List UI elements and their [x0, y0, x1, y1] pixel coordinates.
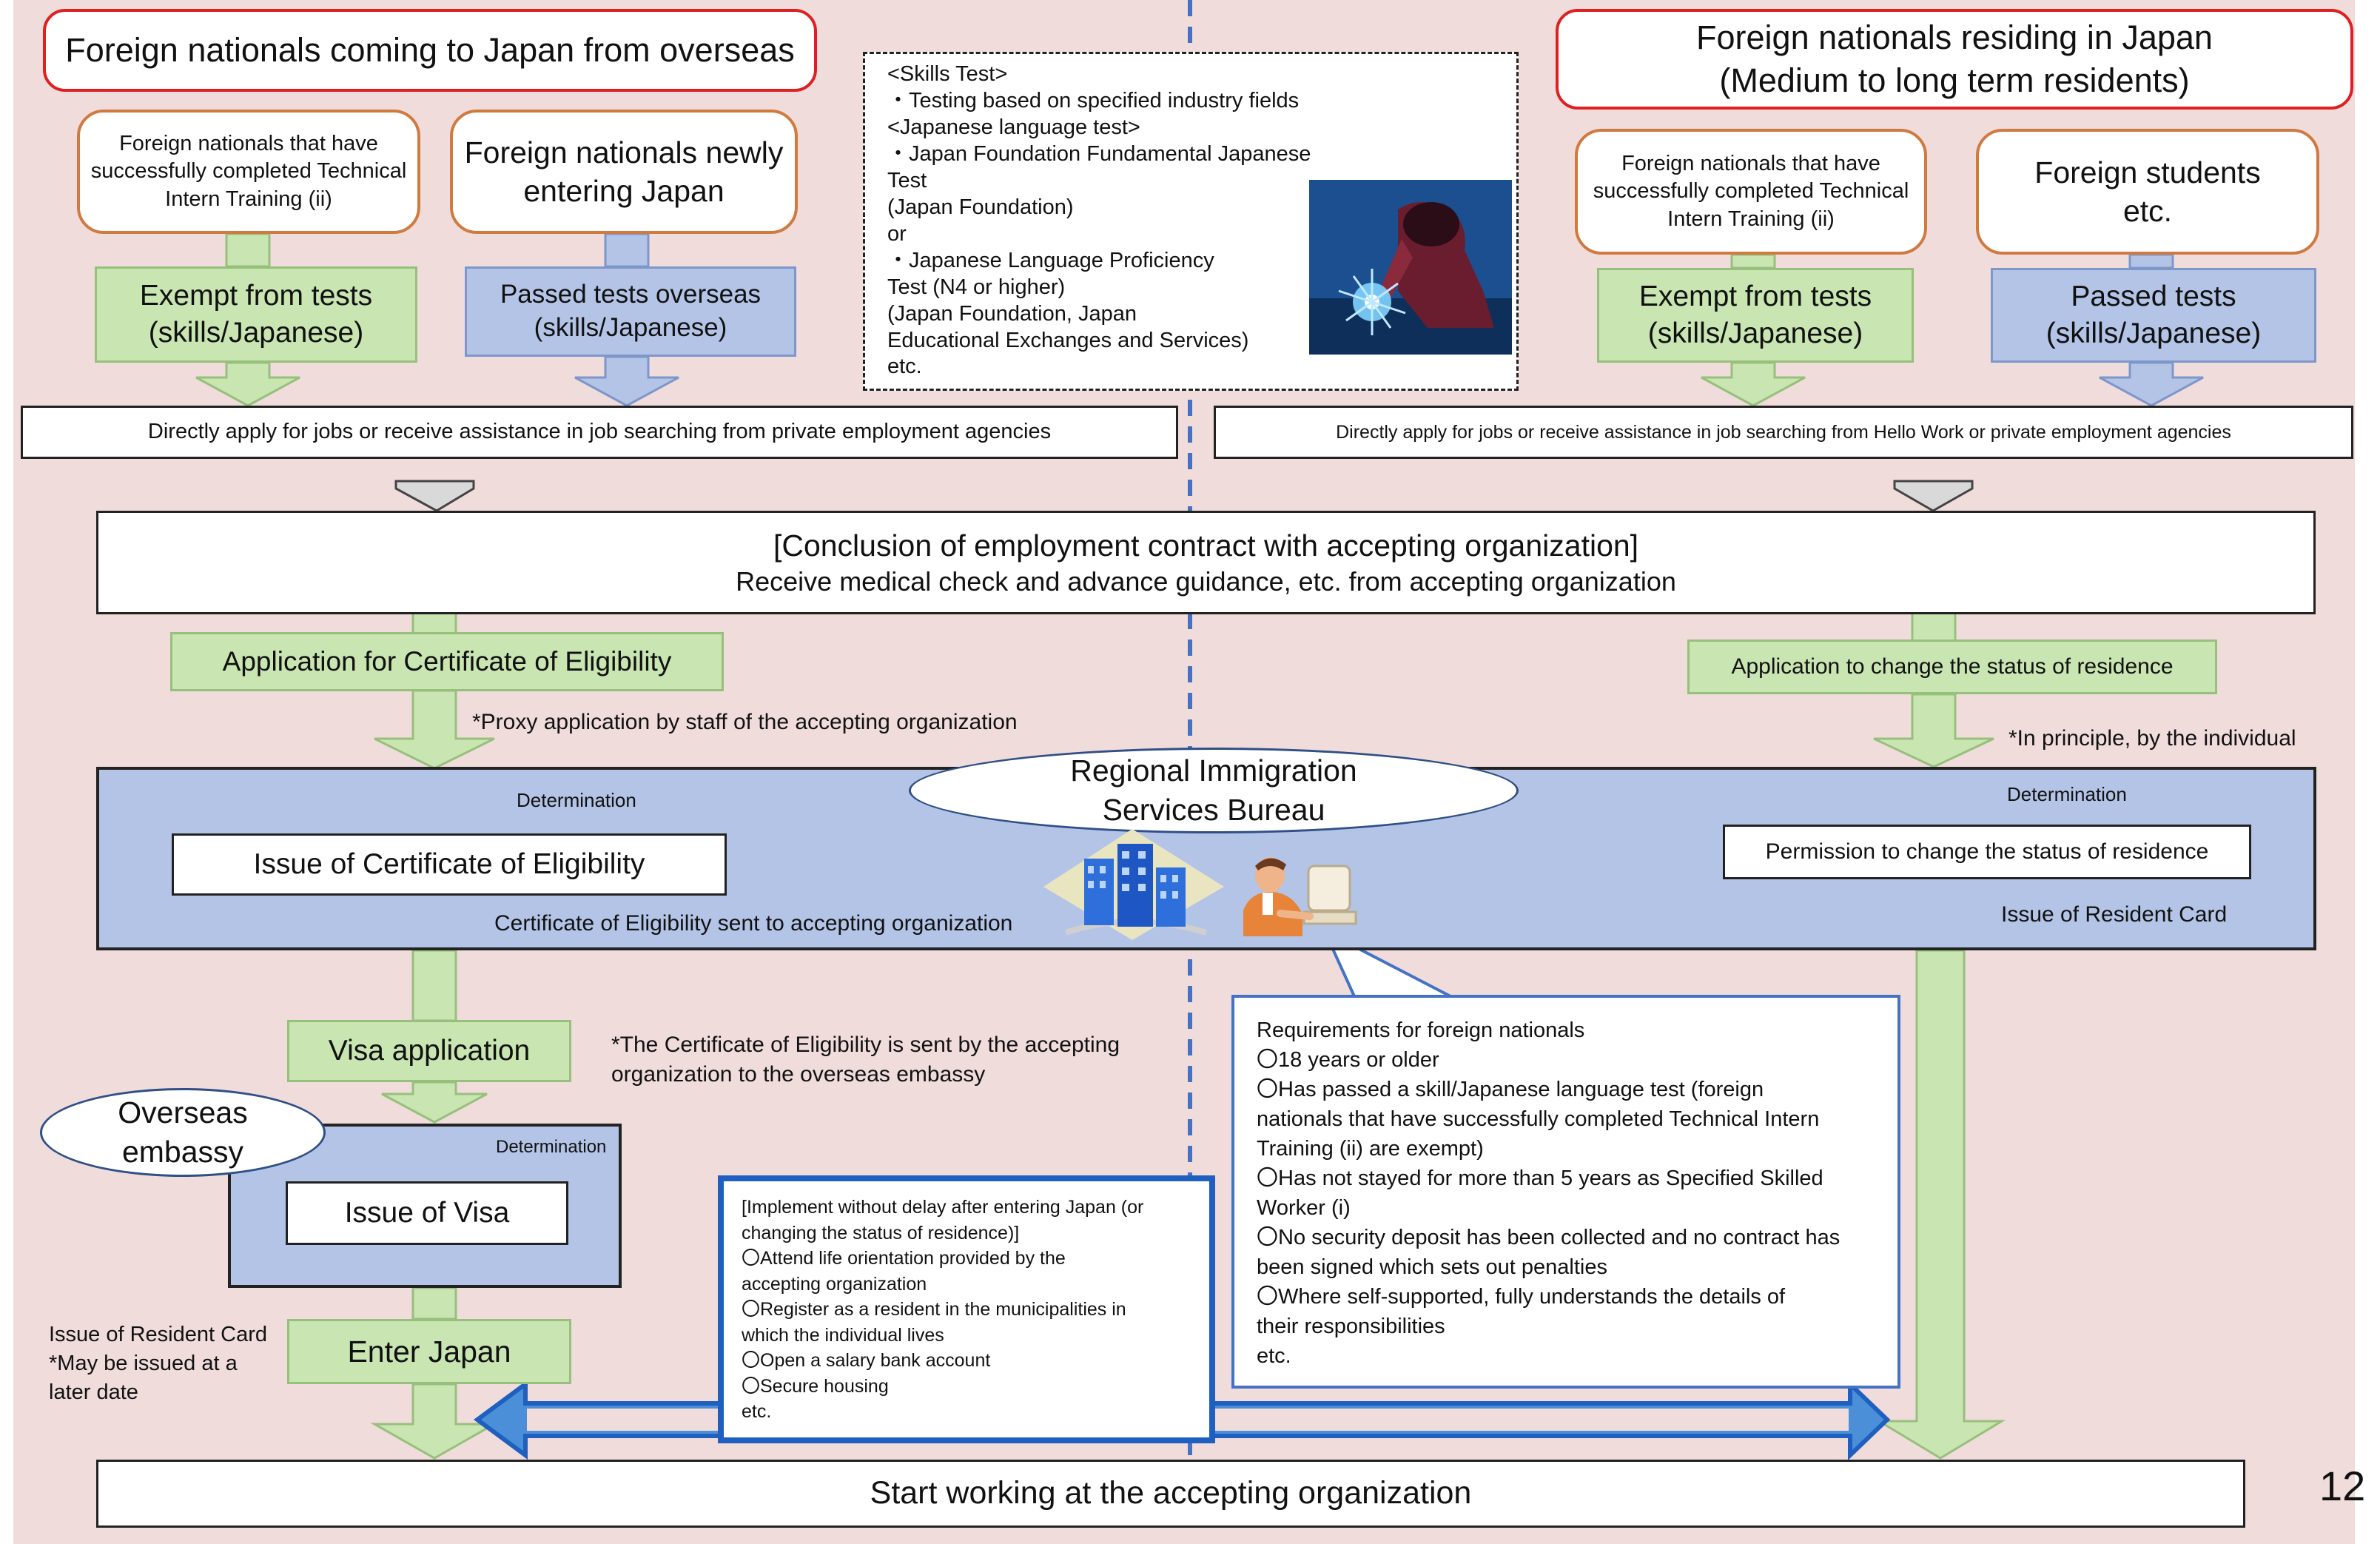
- arrow-visa-embassy: [381, 1081, 488, 1124]
- arrow-left-passed: [574, 355, 679, 407]
- arrow-app-right: [1873, 693, 1994, 768]
- job-search-left: Directly apply for jobs or receive assis…: [21, 406, 1178, 459]
- connector-contract-right: [1911, 611, 1957, 644]
- resident-card-right: Issue of Resident Card: [2001, 902, 2228, 927]
- coe-sent-note: *The Certificate of Eligibility is sent …: [611, 1033, 1120, 1087]
- building-icon: [1043, 829, 1224, 940]
- header-overseas: Foreign nationals coming to Japan from o…: [43, 9, 817, 92]
- officer-icon: [1243, 857, 1357, 936]
- connector-embassy-enter: [411, 1286, 457, 1320]
- tests-right-exempt: Exempt from tests (skills/Japanese): [1597, 268, 1914, 363]
- bureau-name: Regional Immigration Services Bureau: [909, 748, 1519, 833]
- arrow-left-to-contract: [394, 480, 475, 512]
- proxy-note: *Proxy application by staff of the accep…: [472, 710, 1018, 734]
- issue-visa: Issue of Visa: [286, 1181, 568, 1245]
- arrow-enter-start: [370, 1383, 499, 1460]
- determination-embassy: Determination: [496, 1137, 607, 1157]
- tests-left-exempt: Exempt from tests (skills/Japanese): [95, 266, 417, 363]
- application-change-status: Application to change the status of resi…: [1687, 640, 2217, 694]
- requirements-box: Requirements for foreign nationals 〇18 y…: [1231, 995, 1900, 1389]
- individual-note: *In principle, by the individual: [2008, 726, 2296, 751]
- resident-card-note: Issue of Resident Card *May be issued at…: [49, 1323, 267, 1404]
- header-residing: Foreign nationals residing in Japan (Med…: [1556, 9, 2353, 110]
- connector-left-new: [604, 232, 650, 268]
- determination-right: Determination: [2007, 783, 2127, 805]
- contract-title: [Conclusion of employment contract with …: [773, 528, 1639, 563]
- permission-change-status: Permission to change the status of resid…: [1723, 825, 2251, 879]
- application-coe: Application for Certificate of Eligibili…: [170, 632, 724, 691]
- arrow-right-exempt: [1701, 361, 1806, 407]
- welder-icon: [1309, 180, 1512, 355]
- overseas-embassy: Overseas embassy: [40, 1088, 326, 1177]
- connector-bureau-visa: [411, 949, 457, 1022]
- arrow-app-left: [374, 689, 495, 770]
- arrow-left-exempt: [195, 361, 300, 407]
- page-number: 12: [2319, 1463, 2366, 1509]
- contract-subtitle: Receive medical check and advance guidan…: [736, 566, 1676, 597]
- contract-box: [Conclusion of employment contract with …: [96, 511, 2316, 614]
- arrow-right-long: [1875, 949, 2006, 1460]
- after-entry-text: [Implement without delay after entering …: [742, 1197, 1144, 1422]
- requirements-text: Requirements for foreign nationals 〇18 y…: [1257, 1018, 1841, 1369]
- tests-info-text: <Skills Test> ・Testing based on specifie…: [887, 62, 1311, 379]
- tests-left-passed: Passed tests overseas (skills/Japanese): [465, 266, 796, 357]
- connector-right-students: [2128, 253, 2174, 269]
- tests-right-passed: Passed tests (skills/Japanese): [1991, 268, 2316, 363]
- connector-contract-left: [411, 611, 457, 637]
- after-entry-box: [Implement without delay after entering …: [718, 1175, 1215, 1443]
- issue-coe: Issue of Certificate of Eligibility: [172, 833, 727, 896]
- connector-right-trainee: [1730, 253, 1776, 269]
- source-right-trainee: Foreign nationals that have successfully…: [1575, 129, 1927, 255]
- coe-sent-label: Certificate of Eligibility sent to accep…: [494, 911, 1013, 936]
- start-working: Start working at the accepting organizat…: [96, 1460, 2245, 1528]
- arrow-right-passed: [2099, 361, 2204, 407]
- visa-application: Visa application: [287, 1020, 571, 1082]
- job-search-right: Directly apply for jobs or receive assis…: [1214, 406, 2353, 459]
- determination-left: Determination: [517, 789, 636, 811]
- connector-left-trainee: [225, 232, 271, 268]
- tests-info-box: <Skills Test> ・Testing based on specifie…: [863, 52, 1519, 391]
- source-right-students: Foreign students etc.: [1976, 129, 2319, 255]
- arrow-right-to-contract: [1893, 480, 1974, 512]
- source-left-new: Foreign nationals newly entering Japan: [450, 110, 798, 234]
- source-left-trainee: Foreign nationals that have successfully…: [77, 110, 420, 234]
- enter-japan: Enter Japan: [287, 1319, 571, 1384]
